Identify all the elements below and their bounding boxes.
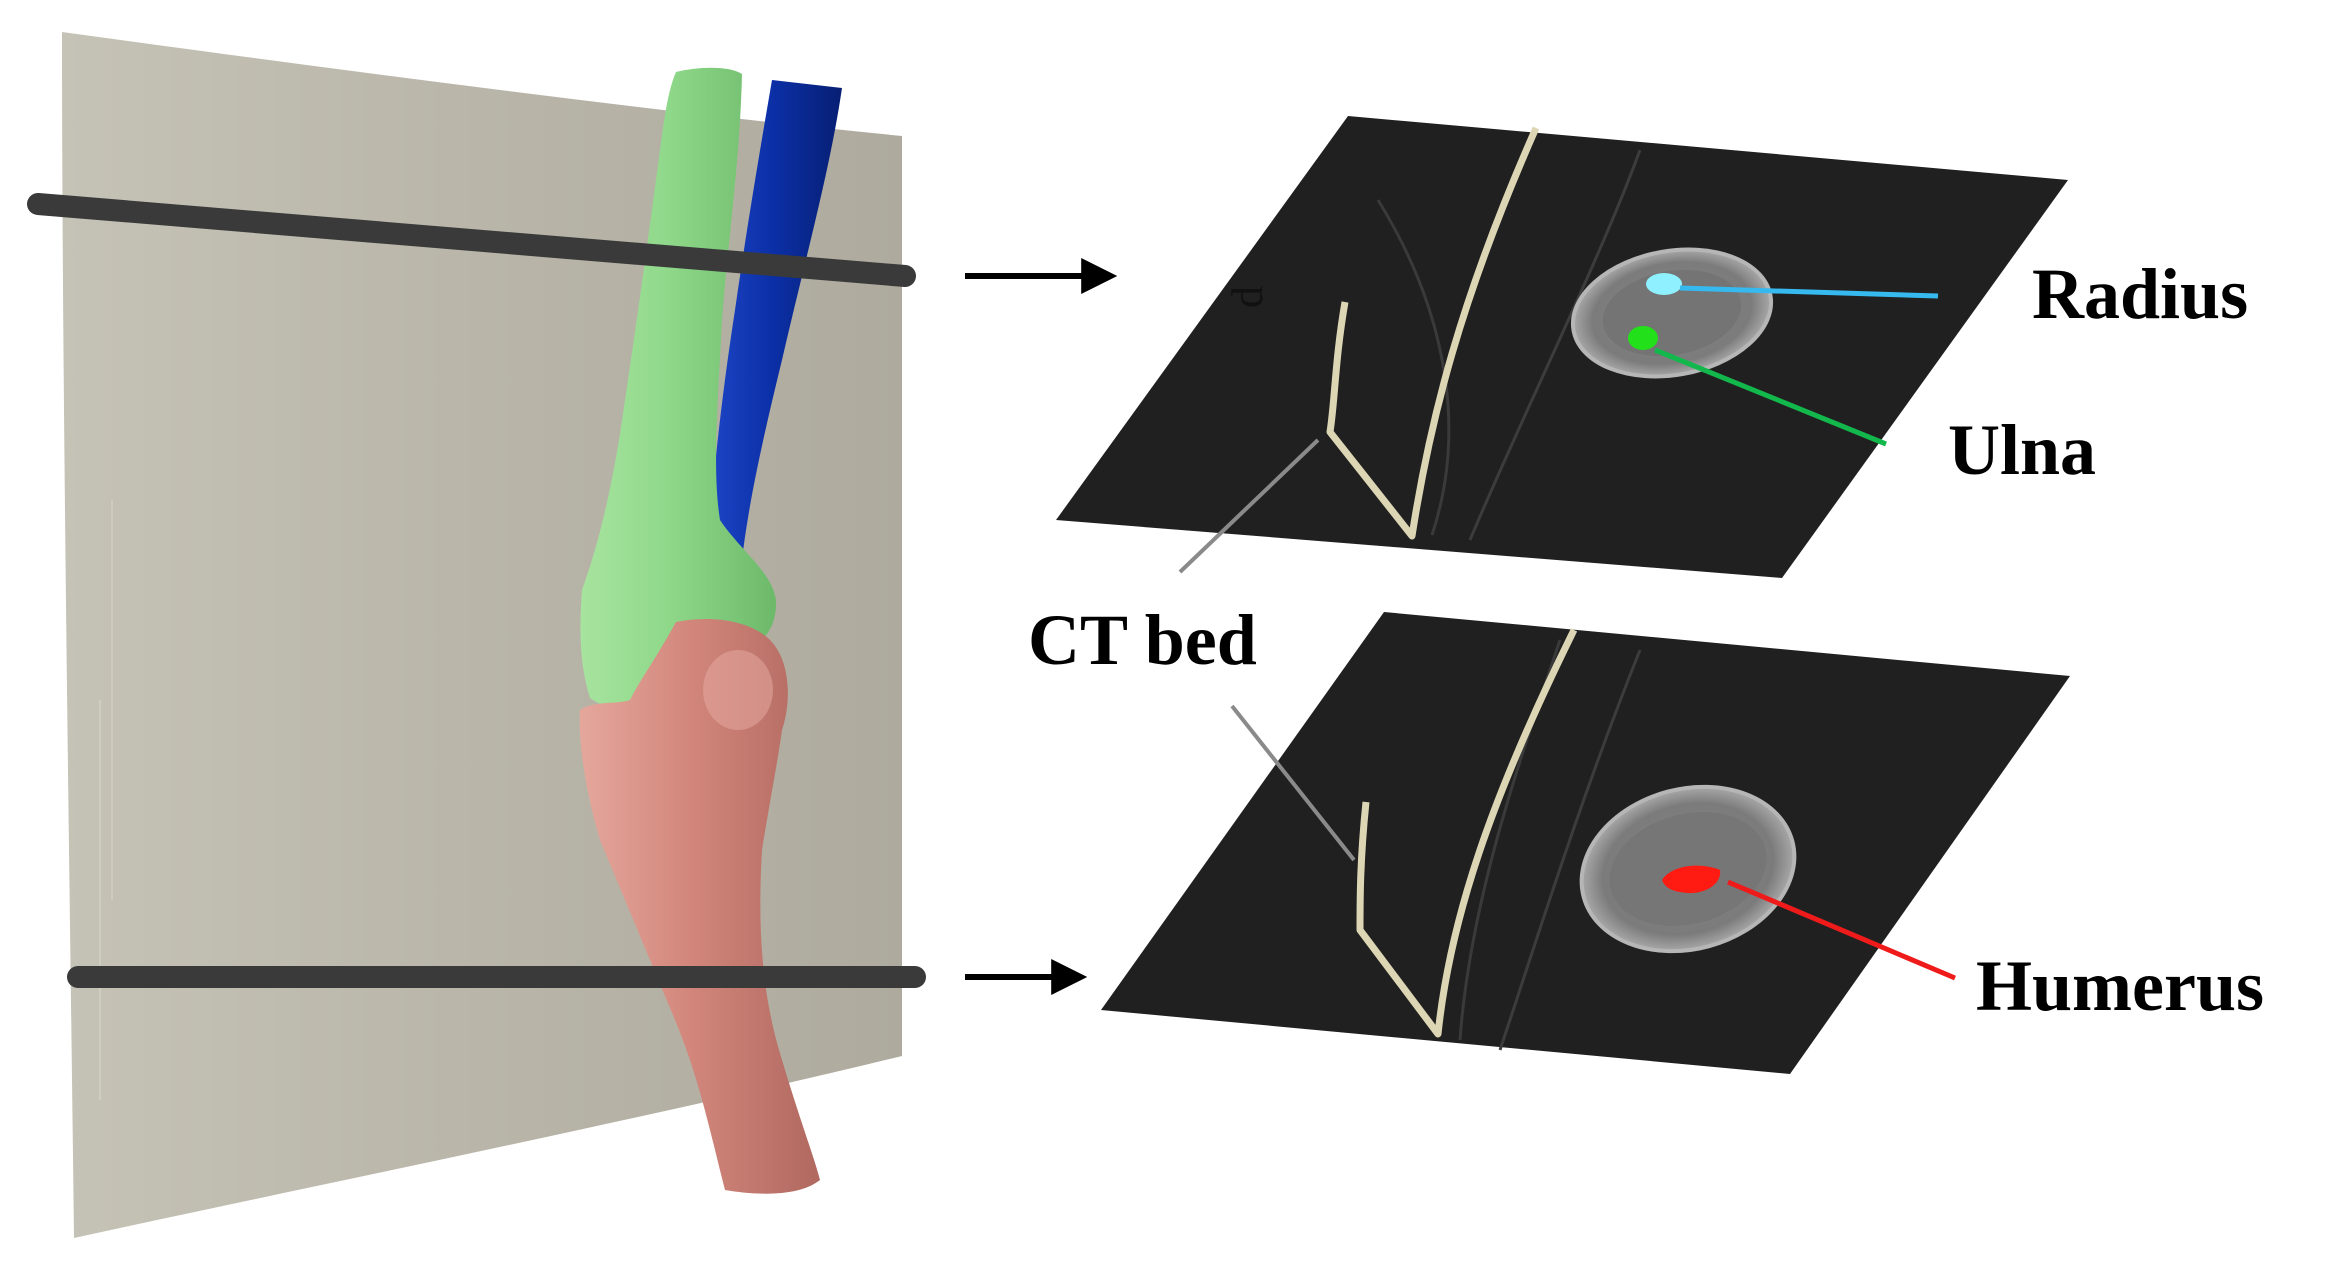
humerus-label: Humerus xyxy=(1976,946,2264,1026)
ct-bed-leader-lower xyxy=(1230,704,1356,862)
bone-model-3d xyxy=(27,32,1118,1238)
ct-bed-outline-lower xyxy=(1356,628,1578,1038)
ct-slice-lower-plane xyxy=(1101,612,2070,1074)
slice-bar-upper xyxy=(27,193,916,287)
ct-slice-upper-plane xyxy=(1056,116,2068,578)
radius-leader xyxy=(1679,285,1939,299)
ct-texture xyxy=(1498,649,1642,1051)
ulna-label: Ulna xyxy=(1948,410,2096,490)
ulna-leader xyxy=(1654,347,1887,447)
radius-bone xyxy=(580,67,777,717)
humerus-leader xyxy=(1727,879,1956,981)
humerus-condyle xyxy=(703,650,773,730)
ct-bed-label: CT bed xyxy=(1028,600,1257,680)
radius-highlight xyxy=(1646,273,1682,295)
ct-bed-outline-upper xyxy=(1326,126,1540,540)
ulna-highlight xyxy=(1628,326,1658,350)
labels: Radius Ulna CT bed Humerus xyxy=(1028,254,2264,1026)
leader-lines xyxy=(1178,285,1956,981)
ct-bed-leader-upper xyxy=(1178,438,1320,574)
humerus-bone xyxy=(579,619,820,1194)
ulna-bone xyxy=(705,80,842,620)
ct-texture xyxy=(1376,199,1451,536)
ct-texture xyxy=(1468,149,1642,541)
radius-label: Radius xyxy=(2032,254,2248,334)
slice-mark-label: d xyxy=(1223,286,1272,308)
humerus-highlight xyxy=(1662,865,1721,894)
ct-slice-upper: d xyxy=(1056,116,2068,578)
ct-slice-lower xyxy=(1101,612,2070,1074)
